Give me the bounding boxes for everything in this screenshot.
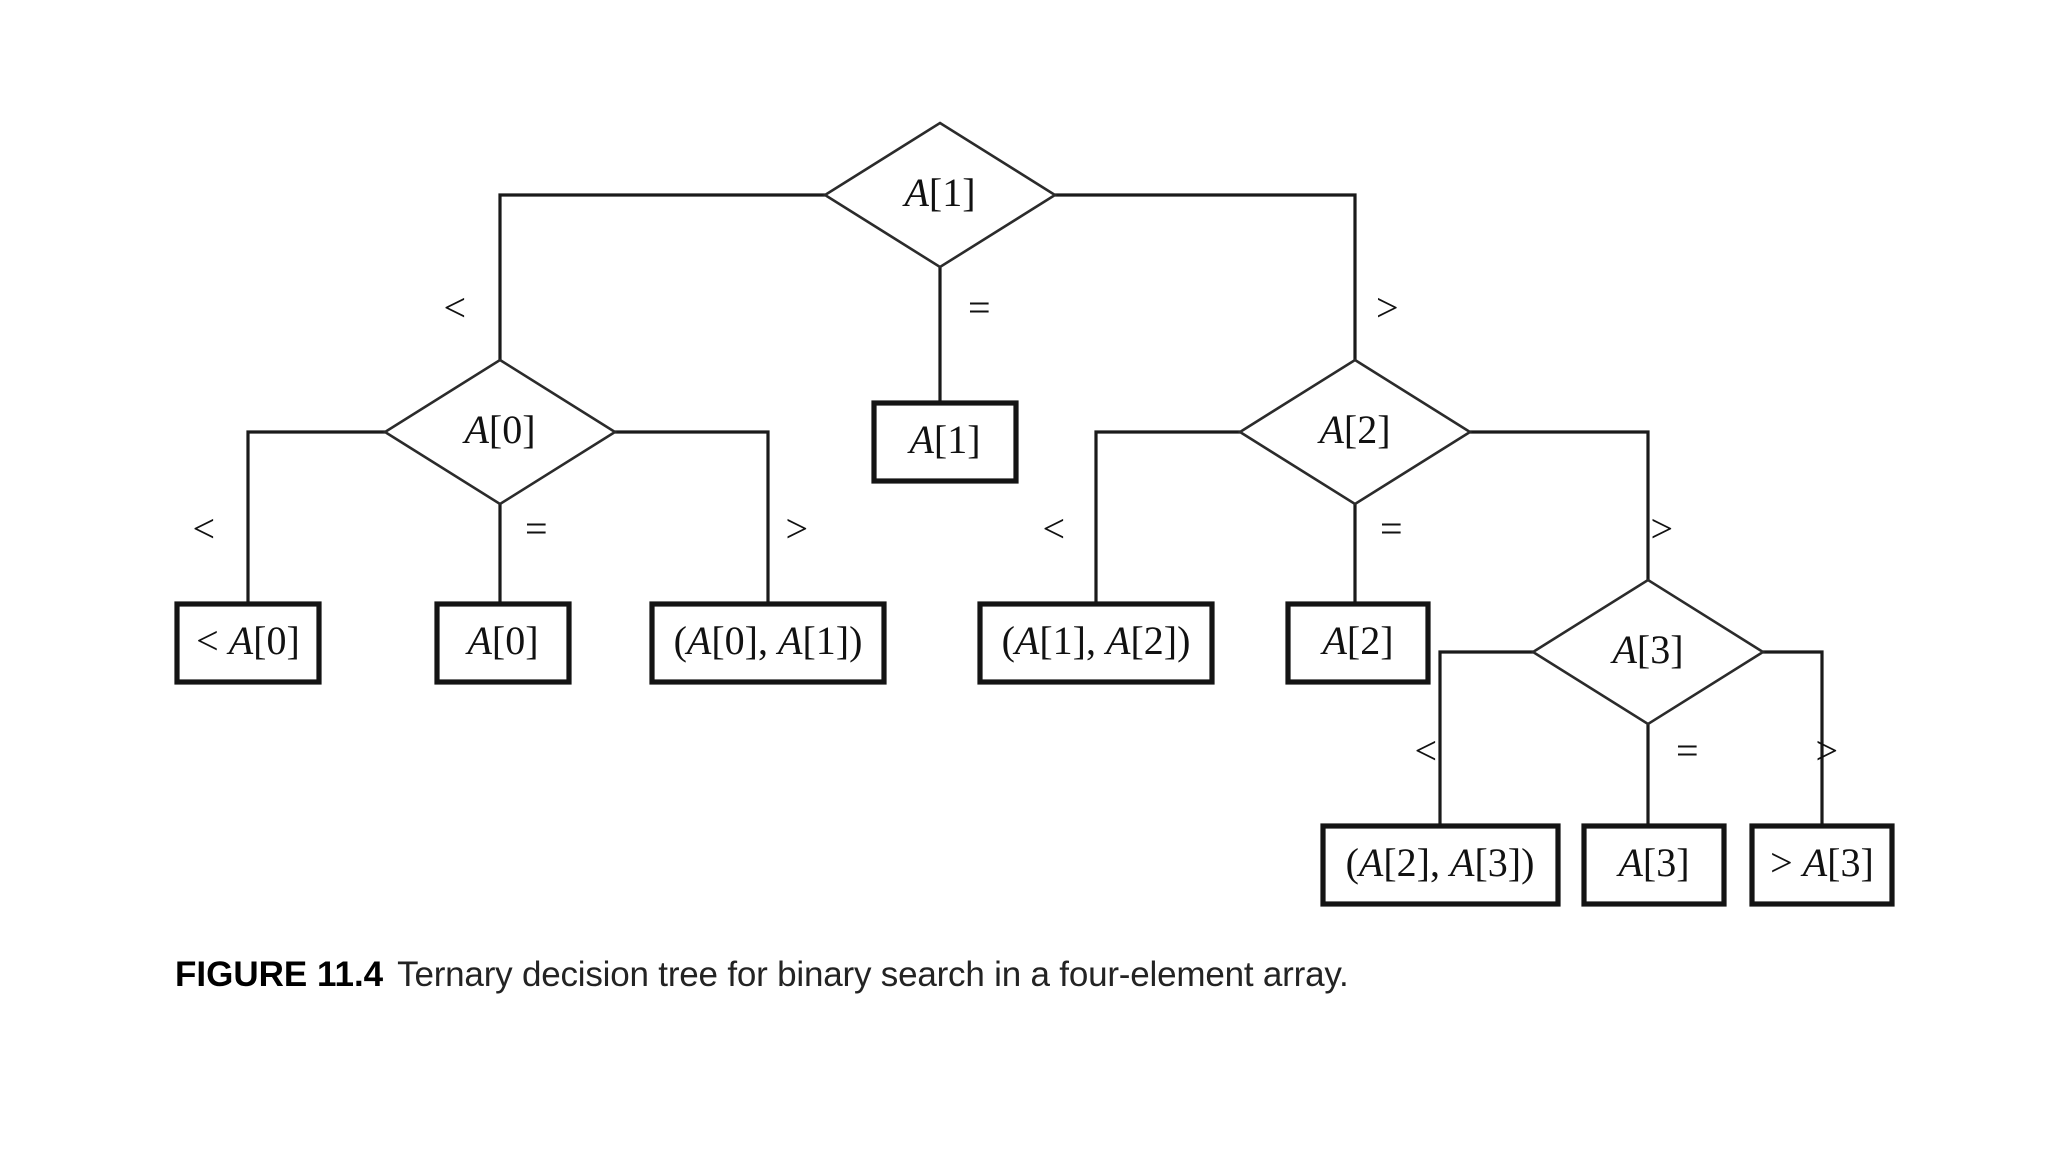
leaf-box-shape (649, 601, 887, 685)
node-label: < A[0] (196, 618, 300, 663)
decision-node-a3[interactable]: A[3] (1530, 578, 1766, 726)
node-label: A[2] (1316, 407, 1390, 452)
edge-label-root-less: < (443, 285, 466, 330)
node-label: A[2] (1319, 618, 1393, 663)
node-label: A[0] (464, 618, 538, 663)
leaf-node-a2-equal[interactable]: A[2] (1285, 601, 1431, 685)
edge-label-root-equal: = (968, 285, 991, 330)
edge-a3-less (1438, 650, 1533, 826)
leaf-node-interval-a0-a1[interactable]: (A[0], A[1]) (649, 601, 887, 685)
edge-a0-less (246, 430, 385, 604)
leaf-node-a3-equal[interactable]: A[3] (1581, 823, 1727, 907)
node-label: A[0] (461, 407, 535, 452)
edge-a2-less (1094, 430, 1240, 604)
leaf-box-shape (434, 601, 572, 685)
leaf-box-shape (174, 601, 322, 685)
decision-node-a0[interactable]: A[0] (382, 358, 618, 506)
leaf-box-shape (977, 601, 1215, 685)
edge-label-a2-greater: > (1650, 506, 1673, 551)
leaf-box-shape (1581, 823, 1727, 907)
figure-caption-text: Ternary decision tree for binary search … (397, 955, 1349, 994)
node-label: (A[0], A[1]) (674, 618, 863, 663)
node-label: A[3] (1609, 627, 1683, 672)
edge-a0-greater (615, 430, 770, 604)
leaf-node-a0-equal[interactable]: A[0] (434, 601, 572, 685)
edge-label-root-greater: > (1376, 285, 1399, 330)
node-label: A[1] (906, 417, 980, 462)
edge-label-a2-equal: = (1380, 506, 1403, 551)
edge-a2-greater (1470, 430, 1650, 580)
edge-label-a0-greater: > (785, 506, 808, 551)
leaf-node-interval-a2-a3[interactable]: (A[2], A[3]) (1320, 823, 1561, 907)
leaf-node-a1-equal[interactable]: A[1] (871, 400, 1019, 484)
edge-labels: < = > < = > < = > < = > (192, 285, 1838, 773)
figure-caption: FIGURE 11.4 Ternary decision tree for bin… (175, 955, 1875, 995)
node-label: (A[2], A[3]) (1346, 840, 1535, 885)
leaf-box-shape (1285, 601, 1431, 685)
edge-label-a0-equal: = (525, 506, 548, 551)
edge-root-less (498, 193, 825, 360)
leaf-node-interval-a1-a2[interactable]: (A[1], A[2]) (977, 601, 1215, 685)
edge-label-a3-less: < (1414, 728, 1437, 773)
edge-root-greater (1055, 193, 1357, 360)
diamond-shape (1530, 578, 1766, 726)
leaf-box-shape (1320, 823, 1561, 907)
edge-label-a0-less: < (192, 506, 215, 551)
edge-lines (246, 193, 1824, 826)
decision-node-a2[interactable]: A[2] (1237, 358, 1473, 506)
diamond-shape (382, 358, 618, 506)
edge-label-a3-equal: = (1676, 728, 1699, 773)
leaf-node-greater-a3[interactable]: > A[3] (1749, 823, 1895, 907)
diamond-shape (1237, 358, 1473, 506)
node-label: > A[3] (1770, 840, 1874, 885)
ternary-decision-tree: < = > < = > < = > < = > A[1] A[0] (174, 121, 1895, 907)
edge-label-a3-greater: > (1815, 728, 1838, 773)
node-label: A[1] (901, 170, 975, 215)
edge-label-a2-less: < (1042, 506, 1065, 551)
diamond-shape (822, 121, 1058, 269)
leaf-node-less-a0[interactable]: < A[0] (174, 601, 322, 685)
leaf-box-shape (1749, 823, 1895, 907)
node-label: (A[1], A[2]) (1002, 618, 1191, 663)
figure-caption-label: FIGURE 11.4 (175, 955, 384, 994)
leaf-box-shape (871, 400, 1019, 484)
edge-a3-greater (1763, 650, 1824, 826)
node-label: A[3] (1615, 840, 1689, 885)
decision-node-a1-root[interactable]: A[1] (822, 121, 1058, 269)
